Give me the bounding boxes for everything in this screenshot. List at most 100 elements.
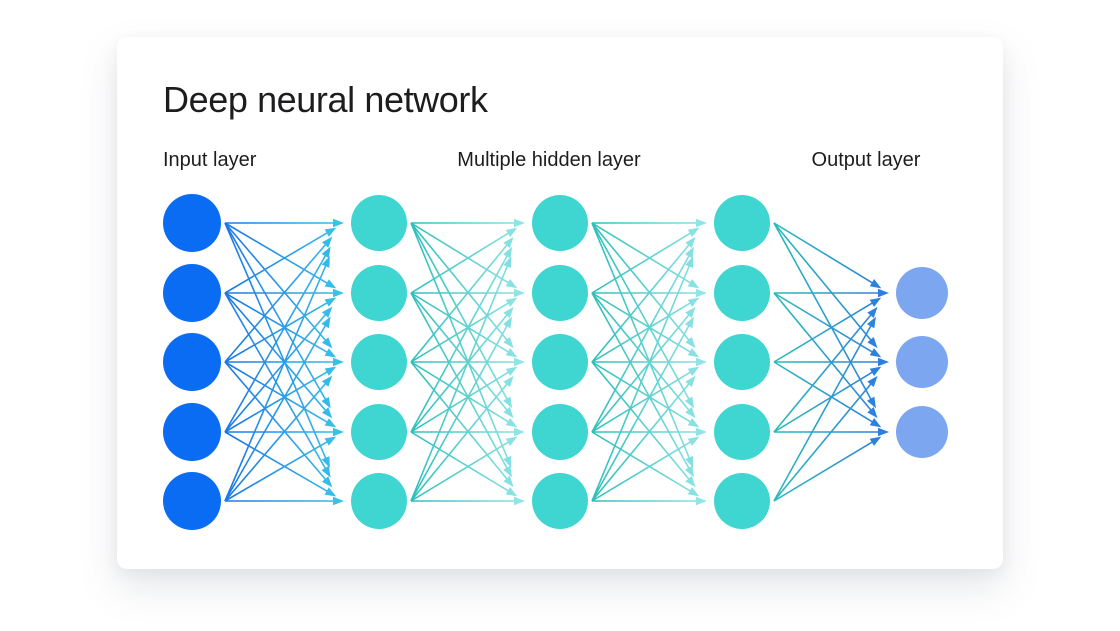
edge-arrowhead: [687, 366, 700, 376]
edge-line: [224, 222, 329, 404]
edge-arrowhead: [333, 357, 344, 367]
node-hidden-3-5: [714, 473, 770, 529]
edge-arrowhead: [505, 278, 518, 289]
node-hidden-1-4: [351, 404, 407, 460]
edge-arrowhead: [696, 496, 707, 506]
edge-arrowhead: [687, 279, 700, 289]
edge-line: [591, 379, 693, 502]
edge-line: [410, 361, 513, 425]
edge-arrowhead: [685, 336, 696, 349]
layer-output: [896, 267, 948, 458]
edge-arrowhead: [333, 496, 344, 506]
edge-line: [410, 241, 511, 363]
edge-line: [591, 240, 693, 363]
edge-arrowhead: [869, 348, 882, 358]
edge-line: [591, 222, 692, 404]
edge-line: [773, 222, 875, 345]
edge-line: [773, 292, 877, 355]
edge-arrowhead: [324, 366, 337, 376]
edges-input-to-hidden-1: [224, 218, 344, 506]
edge-arrowhead: [505, 417, 518, 428]
edge-arrowhead: [324, 418, 337, 428]
edge-line: [224, 292, 332, 356]
node-hidden-1-3: [351, 334, 407, 390]
edge-line: [410, 222, 510, 404]
edge-line: [773, 222, 877, 286]
edge-arrowhead: [324, 279, 337, 289]
edge-arrowhead: [333, 288, 344, 298]
node-output-1: [896, 267, 948, 319]
label-output-layer: Output layer: [811, 149, 921, 171]
layer-hidden-1: [351, 195, 407, 529]
edge-line: [591, 361, 693, 484]
edge-arrowhead: [503, 336, 514, 349]
node-hidden-2-1: [532, 195, 588, 251]
edges-hidden-1-to-hidden-2: [410, 218, 525, 506]
edge-line: [591, 292, 693, 415]
edge-line: [410, 439, 513, 502]
node-output-2: [896, 336, 948, 388]
node-hidden-3-4: [714, 404, 770, 460]
edge-arrowhead: [324, 436, 337, 446]
edges-hidden-3-to-output: [773, 222, 889, 502]
edge-line: [773, 321, 874, 502]
edge-arrowhead: [869, 418, 882, 428]
edge-line: [224, 229, 332, 294]
edge-arrowhead: [503, 316, 513, 329]
edge-arrowhead: [321, 256, 330, 268]
edge-line: [224, 438, 332, 502]
edge-arrowhead: [687, 487, 700, 497]
edge-arrowhead: [684, 465, 694, 478]
edge-arrowhead: [505, 366, 518, 377]
edge-arrowhead: [869, 279, 882, 289]
edge-line: [410, 311, 511, 433]
edge-arrowhead: [867, 336, 878, 349]
network-diagram: [163, 194, 948, 530]
node-hidden-1-2: [351, 265, 407, 321]
node-input-4: [163, 403, 221, 461]
edge-arrowhead: [321, 465, 331, 478]
edge-line: [773, 300, 877, 363]
node-hidden-1-5: [351, 473, 407, 529]
edge-line: [410, 369, 513, 433]
edge-arrowhead: [324, 487, 337, 497]
label-input-layer: Input layer: [163, 149, 257, 171]
edge-line: [591, 310, 693, 433]
diagram-card: Deep neural network Input layer Multiple…: [117, 37, 1003, 569]
node-output-3: [896, 406, 948, 458]
edge-arrowhead: [867, 396, 876, 409]
edge-arrowhead: [324, 348, 337, 358]
edges-hidden-2-to-hidden-3: [591, 218, 707, 506]
edge-arrowhead: [505, 227, 518, 238]
edge-line: [410, 380, 511, 502]
edge-arrowhead: [696, 288, 707, 298]
edge-line: [410, 222, 513, 286]
edge-arrowhead: [503, 246, 513, 259]
edge-arrowhead: [869, 436, 882, 446]
node-hidden-1-1: [351, 195, 407, 251]
edge-arrowhead: [687, 418, 700, 428]
edge-arrowhead: [687, 297, 700, 307]
edge-line: [224, 222, 332, 287]
edge-arrowhead: [321, 456, 330, 468]
edge-line: [224, 261, 329, 502]
node-hidden-2-4: [532, 404, 588, 460]
edge-line: [224, 222, 329, 345]
edge-line: [224, 361, 329, 484]
edge-line: [410, 431, 513, 494]
edge-arrowhead: [685, 306, 696, 319]
edge-line: [410, 261, 510, 502]
edge-line: [410, 222, 511, 344]
edge-arrowhead: [321, 306, 333, 318]
node-hidden-3-2: [714, 265, 770, 321]
edge-arrowhead: [878, 288, 889, 298]
edge-arrowhead: [696, 357, 707, 367]
edge-arrowhead: [514, 218, 525, 228]
edge-arrowhead: [503, 306, 514, 319]
edge-arrowhead: [867, 375, 878, 388]
edge-arrowhead: [878, 427, 889, 437]
edge-line: [591, 230, 695, 294]
layer-hidden-2: [532, 195, 588, 529]
edge-arrowhead: [687, 348, 700, 358]
edge-arrowhead: [866, 316, 876, 329]
